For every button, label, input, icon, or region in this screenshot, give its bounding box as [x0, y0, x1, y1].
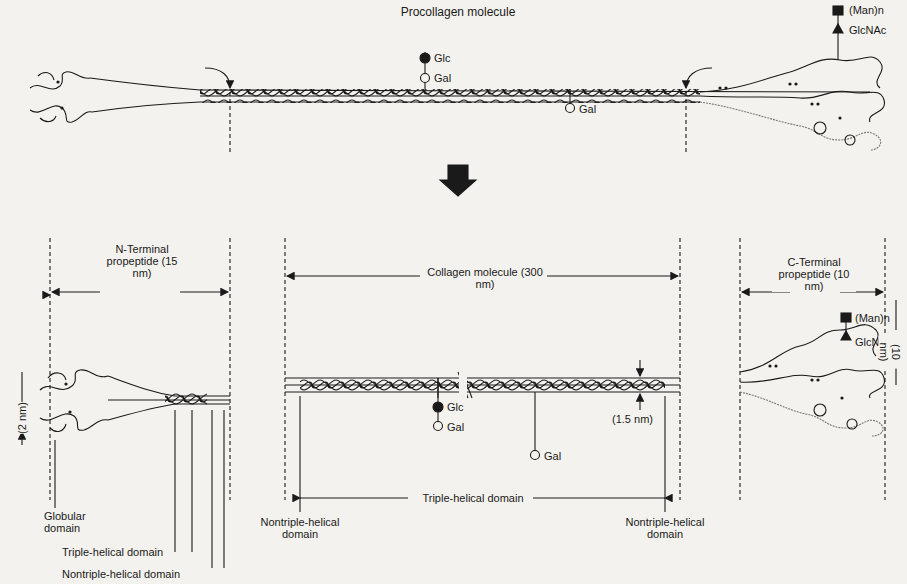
dimension-label: (2 nm)	[16, 402, 28, 434]
domain-label: Nontriple-helical domain	[610, 516, 720, 540]
sugar-label: Gal	[579, 103, 596, 115]
domain-label: Nontriple-helical domain	[60, 568, 182, 580]
dimension-label: (1.5 nm)	[612, 413, 653, 425]
sugar-label: Gal	[447, 421, 464, 433]
sugar-label: Glc	[447, 401, 464, 413]
sugar-label: Glc	[434, 52, 451, 64]
sugar-label: GlcNAc	[849, 24, 886, 36]
domain-label: Triple-helical domain	[60, 546, 165, 558]
diagram-title: Procollagen molecule	[401, 6, 516, 18]
segment-label: C-Terminal propeptide (10 nm)	[772, 256, 856, 292]
sugar-label: (Man)n	[855, 312, 890, 324]
sugar-label: (Man)n	[849, 4, 884, 16]
dimension-label: (10 nm)	[879, 336, 903, 369]
domain-label: Globular domain	[44, 510, 104, 534]
segment-label: Collagen molecule (300 nm)	[423, 266, 547, 290]
sugar-label: Gal	[544, 450, 561, 462]
sugar-label: Gal	[434, 72, 451, 84]
domain-label: Triple-helical domain	[419, 492, 526, 504]
domain-label: Nontriple-helical domain	[245, 516, 355, 540]
segment-label: N-Terminal propeptide (15 nm)	[100, 243, 184, 279]
